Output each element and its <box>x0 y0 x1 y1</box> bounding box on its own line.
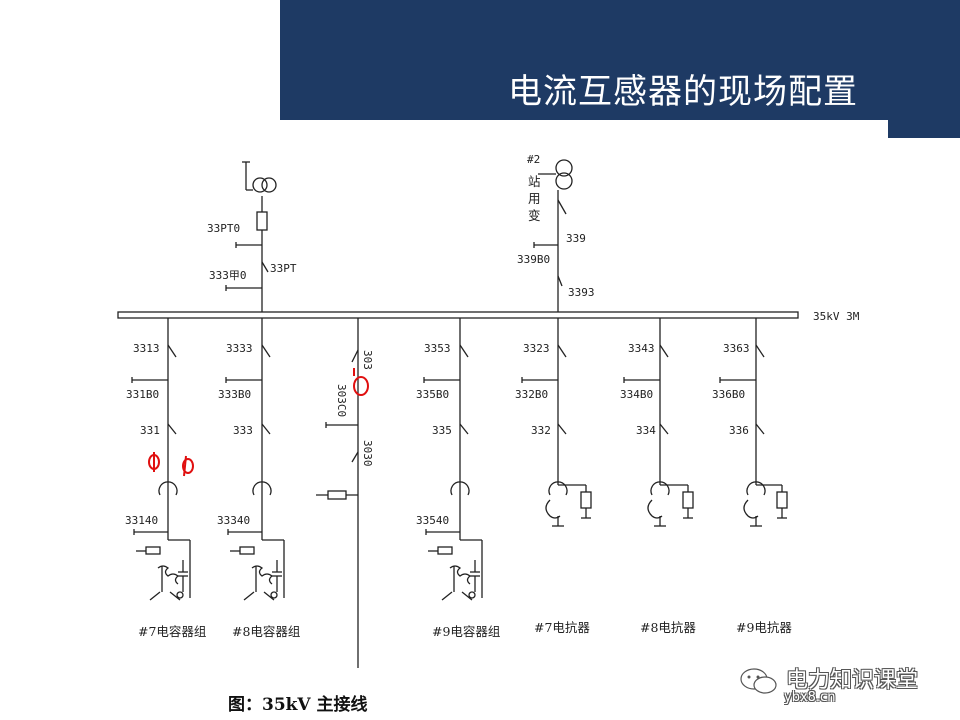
coupler-label-303c0: 303C0 <box>335 384 348 417</box>
feeder-reactor-9 <box>719 318 788 527</box>
annotation-circle <box>353 376 369 396</box>
feeder-1-breaker-label: 333 <box>233 424 253 437</box>
feeder-0-ground-label: 331B0 <box>126 388 159 401</box>
pt-switch-label: 33PT <box>270 262 297 275</box>
feeder-4-top-label: 3343 <box>628 342 655 355</box>
station-tx-bus-disc-label: 3393 <box>568 286 595 299</box>
feeder-2-name: #9电容器组 <box>432 624 500 639</box>
feeder-reactor-7 <box>521 318 592 527</box>
feeder-5-name: #9电抗器 <box>736 620 792 635</box>
header-tab <box>888 120 960 138</box>
feeder-1-cap-ground-label: 33340 <box>217 514 250 527</box>
pt-branch <box>225 161 277 312</box>
feeder-2-top-label: 3353 <box>424 342 451 355</box>
bus-label: 35kV 3M <box>813 310 860 323</box>
feeder-cap-9 <box>423 318 483 601</box>
feeder-0-name: #7电容器组 <box>138 624 206 639</box>
feeder-cap-8 <box>225 318 285 601</box>
feeder-5-breaker-label: 336 <box>729 424 749 437</box>
feeder-3-breaker-label: 332 <box>531 424 551 437</box>
feeder-3-top-label: 3323 <box>523 342 550 355</box>
feeder-2-cap-ground-label: 33540 <box>416 514 449 527</box>
feeder-5-ground-label: 336B0 <box>712 388 745 401</box>
figure-caption: 图：35kV 主接线 <box>228 695 368 715</box>
watermark-url: ybx8.cn <box>784 690 836 705</box>
feeder-4-breaker-label: 334 <box>636 424 656 437</box>
station-tx-ground-label: 339B0 <box>517 253 550 266</box>
main-bus <box>117 311 799 319</box>
feeder-0-breaker-label: 331 <box>140 424 160 437</box>
feeder-2-ground-label: 335B0 <box>416 388 449 401</box>
page-title: 电流互感器的现场配置 <box>508 72 858 112</box>
station-tx-name-c2: 用 <box>528 191 541 206</box>
station-tx-name-line1: #2 <box>527 153 540 166</box>
watermark-text: 电力知识课堂 <box>786 668 919 693</box>
pt-disc-label: 33PT0 <box>207 222 240 235</box>
feeder-0-top-label: 3313 <box>133 342 160 355</box>
watermark: 电力知识课堂 ybx8.cn <box>738 660 948 710</box>
coupler-label-303: 303 <box>361 350 374 370</box>
pt-ground-label: 333甲0 <box>209 269 247 282</box>
feeder-1-top-label: 3333 <box>226 342 253 355</box>
feeder-3-name: #7电抗器 <box>534 620 590 635</box>
station-tx-switch-label: 339 <box>566 232 586 245</box>
feeder-4-name: #8电抗器 <box>640 620 696 635</box>
feeder-reactor-8 <box>623 318 694 527</box>
feeder-1-ground-label: 333B0 <box>218 388 251 401</box>
feeder-5-top-label: 3363 <box>723 342 750 355</box>
station-tx-name-c3: 变 <box>528 208 541 223</box>
feeder-4-ground-label: 334B0 <box>620 388 653 401</box>
coupler-branch <box>316 318 359 668</box>
station-transformer-branch <box>533 159 573 312</box>
feeder-cap-7 <box>131 318 191 601</box>
header-bar <box>280 0 960 120</box>
feeder-0-cap-ground-label: 33140 <box>125 514 158 527</box>
feeder-3-ground-label: 332B0 <box>515 388 548 401</box>
annotation-ct-marks <box>148 452 194 477</box>
coupler-label-3030: 3030 <box>361 440 374 467</box>
wechat-logo-icon <box>740 668 777 694</box>
station-tx-name-c1: 站 <box>528 174 541 189</box>
feeder-2-breaker-label: 335 <box>432 424 452 437</box>
feeder-1-name: #8电容器组 <box>232 624 300 639</box>
